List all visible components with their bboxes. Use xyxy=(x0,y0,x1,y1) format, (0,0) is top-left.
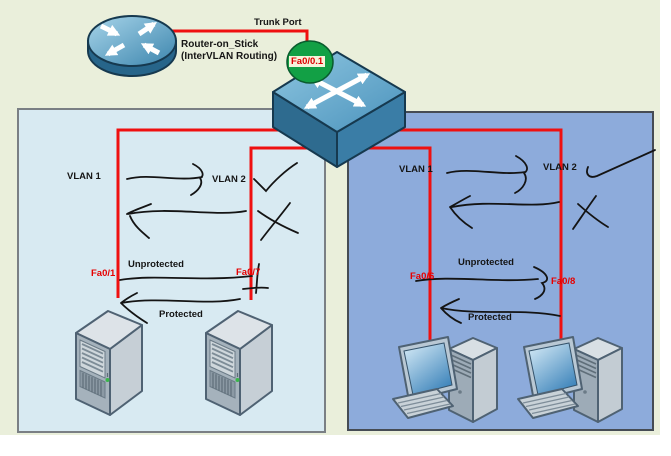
port-label-fa0-1: Fa0/1 xyxy=(91,268,116,279)
vlan1-label-left-zone: VLAN 1 xyxy=(67,171,101,182)
vlan-zone-left xyxy=(17,108,326,433)
protected-label-left-zone: Protected xyxy=(159,309,203,320)
router-label-line1: Router-on_Stick xyxy=(181,39,259,50)
port-label-fa0-7: Fa0/7 xyxy=(236,267,261,278)
vlan-zone-right xyxy=(347,111,654,431)
unprotected-label-right-zone: Unprotected xyxy=(458,257,514,268)
subinterface-label: Fa0/0.1 xyxy=(289,56,326,67)
unprotected-label-left-zone: Unprotected xyxy=(128,259,184,270)
trunk-port-label: Trunk Port xyxy=(254,17,302,28)
vlan2-label-left-zone: VLAN 2 xyxy=(212,174,246,185)
vlan2-label-right-zone: VLAN 2 xyxy=(543,162,577,173)
router-label-line2: (InterVLAN Routing) xyxy=(181,51,278,62)
protected-label-right-zone: Protected xyxy=(468,312,512,323)
port-label-fa0-6: Fa0/6 xyxy=(410,271,435,282)
port-label-fa0-8: Fa0/8 xyxy=(551,276,576,287)
vlan1-label-right-zone: VLAN 1 xyxy=(399,164,433,175)
